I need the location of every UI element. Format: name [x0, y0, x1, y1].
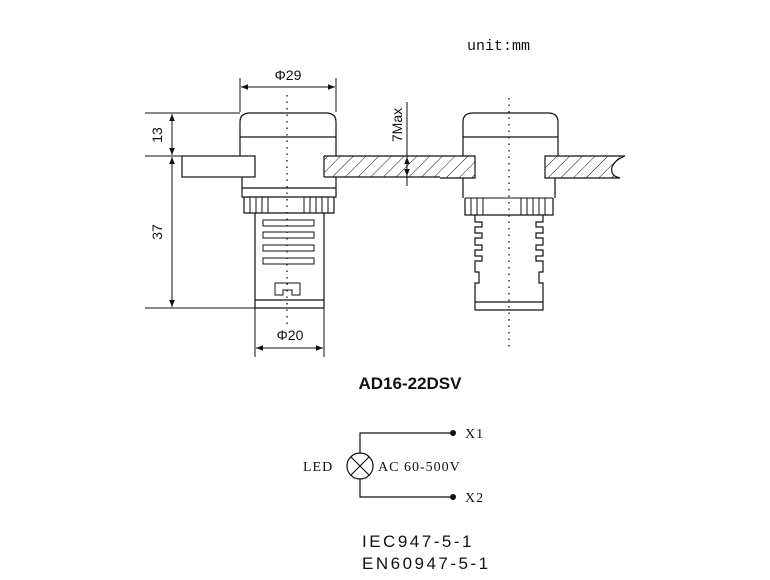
body-length-label: 37 — [149, 224, 165, 240]
voltage-label: AC 60-500V — [378, 460, 461, 475]
cap-height-label: 13 — [149, 127, 165, 143]
panel-section-right — [324, 156, 440, 177]
lens-cap — [239, 112, 337, 156]
terminal-x2-dot — [450, 494, 456, 500]
side-view-plain — [440, 98, 626, 350]
cap-diameter-label: Φ29 — [275, 67, 302, 83]
model-title: AD16-22DSV — [359, 374, 463, 393]
standard-iec: IEC947-5-1 — [362, 532, 474, 551]
body — [254, 213, 325, 309]
led-lamp-icon — [346, 452, 374, 480]
terminal-x2-label: X2 — [465, 491, 484, 506]
body-diameter-label: Φ20 — [277, 327, 304, 343]
unit-label: unit:mm — [467, 38, 530, 55]
side-view-dimensioned: Φ29 13 37 7Max Φ20 — [145, 67, 440, 357]
standard-en: EN60947-5-1 — [362, 554, 491, 573]
panel-section-left — [181, 155, 256, 178]
led-label: LED — [303, 460, 333, 475]
terminal-x1-label: X1 — [465, 427, 484, 442]
panel-thickness-label: 7Max — [389, 108, 405, 142]
terminal-x1-dot — [450, 430, 456, 436]
wiring-diagram: X1 X2 LED AC 60-500V — [303, 427, 484, 506]
